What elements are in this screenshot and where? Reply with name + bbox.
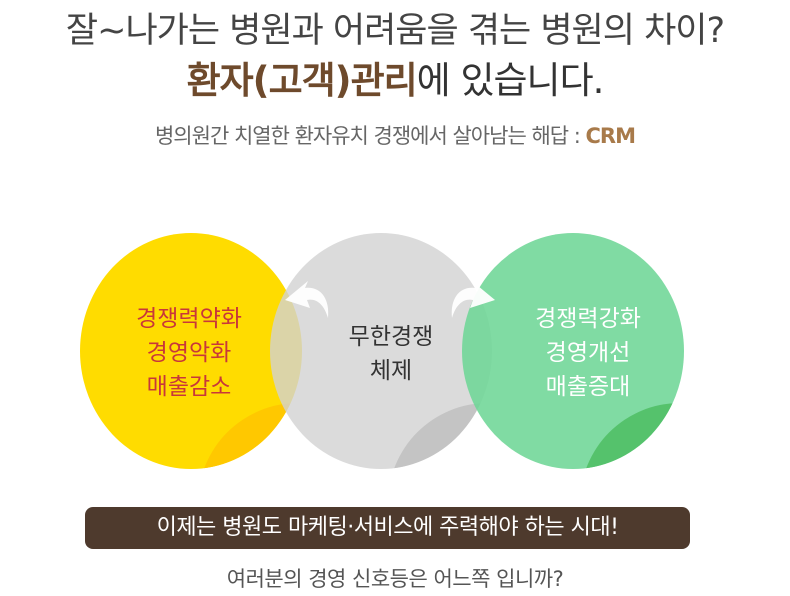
circle-center: [270, 233, 492, 469]
subtitle-text: 병의원간 치열한 환자유치 경쟁에서 살아남는 해답 :: [154, 124, 586, 148]
center-line: 체제: [369, 358, 413, 384]
center-line: 무한경쟁: [348, 324, 434, 350]
center-circle-text: 무한경쟁 체제: [280, 320, 502, 388]
headline-rest: 에 있습니다.: [416, 59, 605, 102]
right-line: 경영개선: [545, 340, 631, 366]
headline-emphasis: 환자(고객)관리: [186, 59, 418, 102]
subtitle-emphasis: CRM: [585, 124, 636, 148]
arrow-left-icon: [285, 281, 329, 318]
question: 여러분의 경영 신호등은 어느쪽 입니까?: [226, 567, 564, 591]
circle-left: [80, 233, 302, 469]
left-line: 매출감소: [146, 374, 232, 400]
right-circle-text: 경쟁력강화 경영개선 매출증대: [477, 302, 699, 404]
arrow-right-icon: [451, 281, 495, 318]
banner: 이제는 병원도 마케팅·서비스에 주력해야 하는 시대!: [85, 507, 690, 549]
circle-right: [462, 233, 684, 469]
right-line: 경쟁력강화: [535, 306, 641, 332]
left-line: 경쟁력약화: [136, 306, 242, 332]
headline-line2: 환자(고객)관리에 있습니다.: [0, 50, 790, 104]
subtitle: 병의원간 치열한 환자유치 경쟁에서 살아남는 해답 : CRM: [0, 120, 790, 150]
left-line: 경영악화: [146, 340, 232, 366]
left-circle-text: 경쟁력약화 경영악화 매출감소: [78, 302, 300, 404]
right-line: 매출증대: [545, 374, 631, 400]
headline-line1: 잘~나가는 병원과 어려움을 겪는 병원의 차이?: [65, 11, 725, 51]
